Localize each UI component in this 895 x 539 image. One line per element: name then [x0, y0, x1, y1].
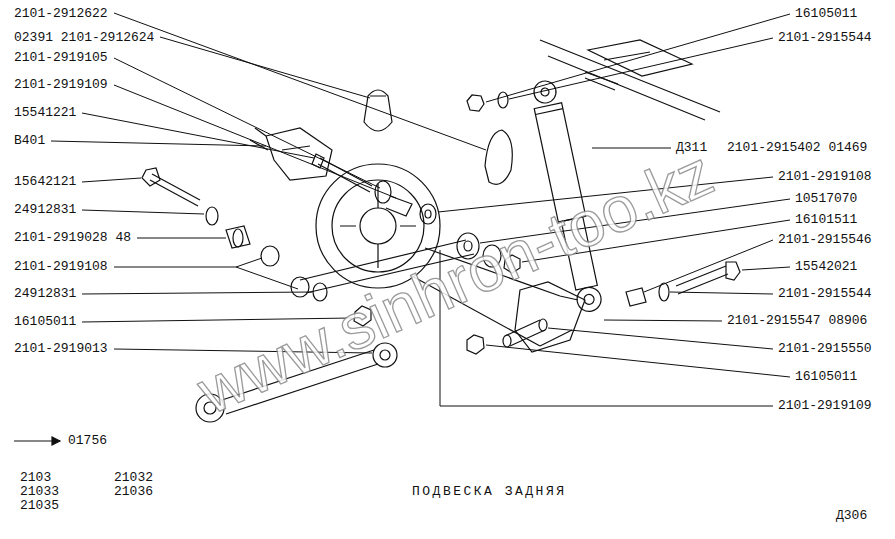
part-number: 2101-2919109 — [14, 78, 108, 92]
part-number: В401 — [14, 134, 45, 148]
part-number: 2101-2915550 — [778, 342, 872, 356]
model-code: 21033 — [20, 485, 59, 499]
model-code: 2103 — [20, 471, 51, 485]
part-number: 24912831 — [14, 287, 76, 301]
part-number: 2101-2919108 — [778, 170, 872, 184]
model-code: 21035 — [20, 499, 59, 513]
part-number: 16105011 — [795, 7, 857, 21]
part-number: 2101-2915544 — [778, 31, 872, 45]
part-number: 2101-2919105 — [14, 51, 108, 65]
part-number: 15541221 — [14, 106, 76, 120]
part-number: 2101-2919108 — [14, 260, 108, 274]
part-number: 2101-2919028 48 — [14, 231, 131, 245]
part-number: 24912831 — [14, 203, 76, 217]
part-number: 16105011 — [795, 370, 857, 384]
part-number: 15642121 — [14, 175, 76, 189]
part-number: 2101-2919013 — [14, 342, 108, 356]
part-number: 16101511 — [795, 213, 857, 227]
part-number: 2101-2915547 08906 — [727, 314, 867, 328]
part-number: 2101-2915546 — [778, 233, 872, 247]
part-number: 2101-2912622 — [14, 7, 108, 21]
part-number: 01756 — [68, 434, 107, 448]
diagram-title: ПОДВЕСКА ЗАДНЯЯ — [412, 485, 567, 499]
model-code: 21032 — [114, 471, 153, 485]
part-number: 2101-2915402 01469 — [727, 141, 867, 155]
part-number: 16105011 — [14, 315, 76, 329]
part-number: 02391 2101-2912624 — [14, 31, 154, 45]
part-number: 2101-2919109 — [778, 399, 872, 413]
part-number: 2101-2915544 — [778, 287, 872, 301]
model-code: 21036 — [114, 485, 153, 499]
part-number: Д306 — [836, 509, 867, 523]
part-number: 15542021 — [795, 260, 857, 274]
part-number: 10517070 — [795, 192, 857, 206]
watermark: www.sinhron-too.kz — [187, 137, 722, 427]
